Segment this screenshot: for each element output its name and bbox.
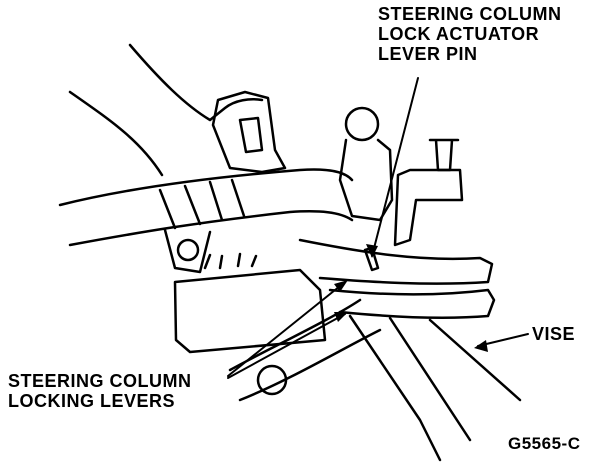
housing-ball xyxy=(344,106,380,142)
upper-bracket xyxy=(211,90,287,174)
arrow-vise xyxy=(474,340,488,352)
lever-pin-label-line2: LOCK ACTUATOR xyxy=(378,24,540,44)
vise-jaw-lower xyxy=(328,288,496,319)
leader-levers-2 xyxy=(227,313,346,379)
arrow-lever-pin xyxy=(366,244,378,258)
vise-jaw-upper xyxy=(298,238,494,285)
lower-bracket xyxy=(163,228,212,274)
column-shaft-bottom xyxy=(68,210,354,247)
bracket-slot xyxy=(238,116,264,154)
screw xyxy=(428,138,460,172)
figure-id: G5565-C xyxy=(508,434,581,453)
locking-levers-label: STEERING COLUMN LOCKING LEVERS xyxy=(8,371,192,411)
vise-label: VISE xyxy=(532,324,576,344)
arrow-levers-1 xyxy=(334,280,348,292)
column-hatch xyxy=(158,178,246,230)
upper-arm-outline xyxy=(128,43,264,122)
arrow-levers-2 xyxy=(334,312,348,322)
lever-pin-label-line1: STEERING COLUMN xyxy=(378,4,562,24)
lower-hole xyxy=(256,364,288,396)
upper-arm-outline-2 xyxy=(68,90,164,177)
leader-levers-1 xyxy=(227,281,346,377)
lever-block xyxy=(173,268,327,354)
vise-body xyxy=(348,314,522,462)
leader-lever-pin xyxy=(371,77,419,257)
right-bracket xyxy=(393,168,464,247)
locking-levers-label-line1: STEERING COLUMN xyxy=(8,371,192,391)
lower-bracket-hole xyxy=(176,238,200,262)
locking-levers-label-line2: LOCKING LEVERS xyxy=(8,391,176,411)
lever-pin-label-line3: LEVER PIN xyxy=(378,44,478,64)
lever-pin-label: STEERING COLUMN LOCK ACTUATOR LEVER PIN xyxy=(378,4,562,64)
housing-body xyxy=(338,138,394,222)
lever-block-teeth xyxy=(203,252,258,270)
column-shaft-top xyxy=(58,168,354,207)
